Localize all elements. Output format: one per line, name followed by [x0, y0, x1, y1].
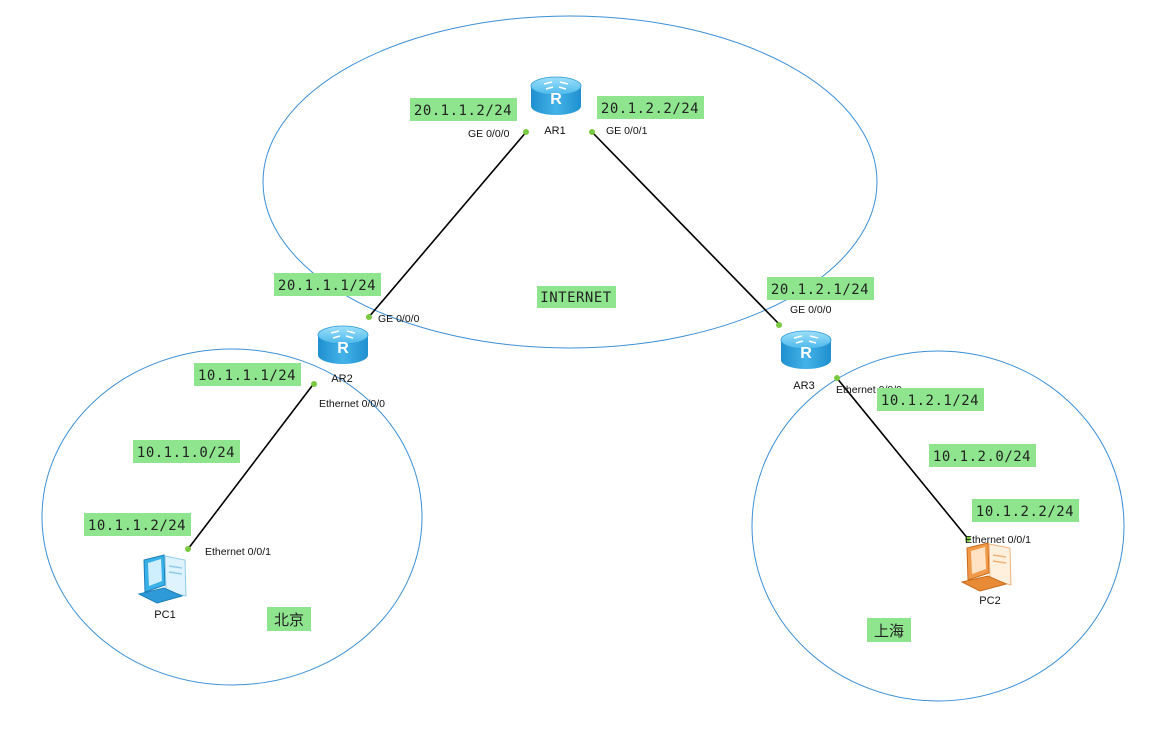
svg-text:10.1.1.2/24: 10.1.1.2/24 — [88, 518, 186, 534]
svg-text:10.1.1.0/24: 10.1.1.0/24 — [137, 445, 235, 461]
svg-text:INTERNET: INTERNET — [540, 290, 612, 306]
port-dot — [965, 536, 971, 542]
zone-label-shanghai: 上海 — [867, 618, 911, 642]
internet-zone — [262, 15, 878, 349]
svg-text:10.1.2.1/24: 10.1.2.1/24 — [881, 393, 979, 409]
port-dot — [589, 129, 595, 135]
ip-label: 10.1.1.0/24 — [133, 440, 240, 463]
device-label-ar3: AR3 — [793, 380, 814, 392]
ip-label: 20.1.1.2/24 — [410, 98, 517, 121]
port-label-ar1-ge0: GE 0/0/0 — [468, 128, 510, 140]
port-label-ar1-ge1: GE 0/0/1 — [606, 125, 648, 137]
port-dot — [834, 375, 840, 381]
pc-icon-blue — [137, 554, 187, 604]
port-label-pc2-eth1: Ethernet 0/0/1 — [965, 534, 1031, 546]
ip-label: 10.1.2.0/24 — [929, 444, 1036, 467]
ip-label: 10.1.1.1/24 — [194, 363, 301, 386]
ip-label: 20.1.1.1/24 — [274, 273, 381, 296]
pc-pc1[interactable]: PC1 — [137, 554, 187, 621]
svg-text:20.1.2.1/24: 20.1.2.1/24 — [771, 282, 869, 298]
svg-text:20.1.2.2/24: 20.1.2.2/24 — [601, 101, 699, 117]
device-label-ar1: AR1 — [544, 125, 565, 137]
device-label-pc1: PC1 — [154, 609, 175, 621]
ip-label: 20.1.2.2/24 — [597, 96, 704, 119]
link-ar1-ar3 — [590, 130, 780, 325]
zone-label-internet: INTERNET — [537, 286, 616, 308]
router-icon — [317, 325, 369, 365]
svg-text:10.1.2.0/24: 10.1.2.0/24 — [933, 449, 1031, 465]
device-label-pc2: PC2 — [979, 595, 1000, 607]
port-label-ar2-ge0: GE 0/0/0 — [378, 313, 420, 325]
port-label-ar3-ge0: GE 0/0/0 — [790, 304, 832, 316]
ip-label: 20.1.2.1/24 — [767, 277, 874, 300]
port-dot — [776, 322, 782, 328]
port-dot — [523, 129, 529, 135]
beijing-zone — [41, 348, 423, 686]
svg-text:上海: 上海 — [874, 622, 904, 640]
pc-pc2[interactable]: PC2 — [960, 542, 1012, 607]
port-dot — [311, 381, 317, 387]
port-dot — [185, 546, 191, 552]
device-label-ar2: AR2 — [331, 373, 352, 385]
port-dot — [366, 314, 372, 320]
router-icon — [530, 76, 582, 116]
router-ar3[interactable]: AR3 — [780, 330, 832, 392]
router-icon — [780, 330, 832, 370]
pc-icon-orange — [960, 542, 1012, 592]
port-label-pc1-eth1: Ethernet 0/0/1 — [205, 546, 271, 558]
link-ar3-pc2 — [835, 376, 970, 541]
ip-label: 10.1.2.1/24 — [877, 388, 984, 411]
shanghai-zone — [751, 350, 1125, 702]
port-label-ar2-eth0: Ethernet 0/0/0 — [319, 398, 385, 410]
zone-label-beijing: 北京 — [267, 607, 311, 631]
svg-text:20.1.1.2/24: 20.1.1.2/24 — [414, 103, 512, 119]
ip-label: 10.1.1.2/24 — [84, 513, 191, 536]
svg-text:20.1.1.1/24: 20.1.1.1/24 — [278, 278, 376, 294]
router-ar2[interactable]: AR2 — [317, 325, 369, 385]
svg-text:北京: 北京 — [274, 611, 304, 629]
link-ar1-ar2 — [367, 130, 528, 319]
svg-text:10.1.2.2/24: 10.1.2.2/24 — [976, 504, 1074, 520]
link-ar2-pc1 — [187, 381, 316, 550]
ip-label: 10.1.2.2/24 — [972, 499, 1079, 522]
router-ar1[interactable]: AR1 — [530, 76, 582, 137]
svg-text:10.1.1.1/24: 10.1.1.1/24 — [198, 368, 296, 384]
